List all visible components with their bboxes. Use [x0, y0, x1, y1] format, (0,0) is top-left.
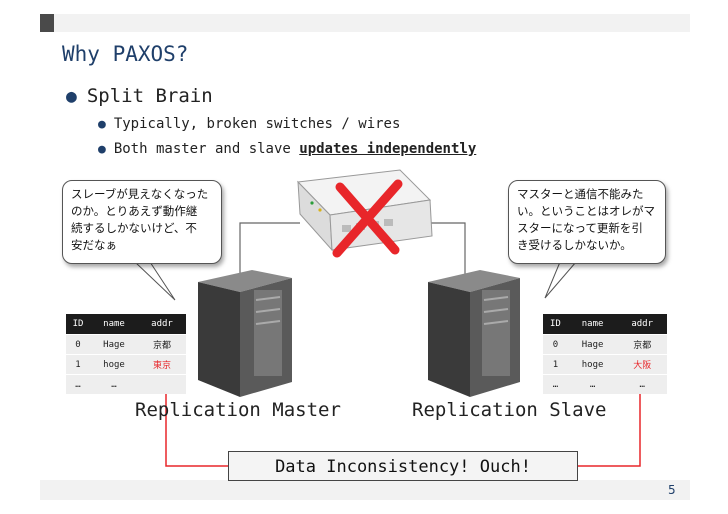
- column-header: addr: [617, 314, 667, 335]
- sub-bullet-emphasis: updates independently: [299, 141, 477, 157]
- network-wires: [239, 222, 466, 280]
- slide-bottom-bar: [40, 480, 690, 500]
- master-label: Replication Master: [135, 399, 341, 421]
- table-cell: hoge: [90, 354, 138, 375]
- slide-title: Why PAXOS?: [62, 42, 189, 66]
- bubble-line: 続するしかないけど、不: [71, 221, 197, 235]
- table-cell: 京都: [138, 334, 186, 355]
- table-cell: Hage: [90, 334, 138, 355]
- column-header: name: [90, 314, 138, 335]
- sub-bullet-text: Both master and slave: [113, 141, 300, 157]
- table-cell: …: [617, 374, 667, 394]
- sub-bullet-text: Typically, broken switches / wires: [113, 116, 401, 132]
- master-server-icon: [198, 270, 292, 397]
- table-header-row: ID name addr: [543, 314, 667, 335]
- sub-bullet-2: ● Both master and slave updates independe…: [98, 141, 476, 157]
- table-cell: hoge: [567, 354, 618, 375]
- table-cell: 1: [543, 354, 568, 375]
- speech-bubble-slave: マスターと通信不能みた い。ということはオレがマ スターになって更新を引 き受け…: [508, 180, 666, 264]
- sub-bullet-1: ● Typically, broken switches / wires: [98, 116, 400, 132]
- bullet-text: Split Brain: [86, 85, 213, 107]
- bubble-tail-right: [544, 261, 578, 299]
- table-cell: …: [66, 374, 90, 394]
- bubble-line: のか。とりあえず動作継: [71, 204, 198, 218]
- table-cell: [138, 374, 186, 394]
- conflict-cell: 東京: [138, 354, 186, 375]
- bullet-dot-icon: ●: [66, 86, 77, 107]
- broken-x-icon: [332, 179, 403, 258]
- column-header: name: [567, 314, 618, 335]
- speech-bubble-master: スレーブが見えなくなった のか。とりあえず動作継 続するしかないけど、不 安だな…: [62, 180, 222, 264]
- column-header: ID: [543, 314, 568, 335]
- slide-top-bar: [40, 14, 690, 32]
- table-cell: …: [543, 374, 568, 394]
- bubble-line: き受けるしかないか。: [517, 238, 632, 252]
- table-row: 1 hoge 大阪: [543, 354, 667, 375]
- table-row: 0 Hage 京都: [66, 334, 186, 355]
- table-cell: 1: [66, 354, 90, 375]
- table-cell: …: [90, 374, 138, 394]
- slave-server-icon: [428, 270, 520, 397]
- bullet-split-brain: ● Split Brain: [66, 85, 213, 107]
- table-header-row: ID name addr: [66, 314, 186, 335]
- column-header: addr: [138, 314, 186, 335]
- bubble-tail-left: [133, 261, 176, 301]
- page-number: 5: [668, 483, 676, 497]
- bullet-dot-icon: ●: [98, 142, 106, 157]
- table-cell: …: [567, 374, 618, 394]
- slave-label: Replication Slave: [412, 399, 607, 421]
- master-table: ID name addr 0 Hage 京都 1 hoge 東京 … …: [66, 314, 186, 394]
- table-row: 0 Hage 京都: [543, 334, 667, 355]
- table-cell: 京都: [617, 334, 667, 355]
- slide-top-accent: [40, 14, 54, 32]
- inconsistency-message: Data Inconsistency! Ouch!: [228, 451, 578, 481]
- column-header: ID: [66, 314, 90, 335]
- table-row: … …: [66, 374, 186, 394]
- table-row: … … …: [543, 374, 667, 394]
- table-cell: 0: [543, 334, 568, 355]
- slave-table: ID name addr 0 Hage 京都 1 hoge 大阪 … … …: [543, 314, 667, 394]
- table-row: 1 hoge 東京: [66, 354, 186, 375]
- bubble-line: マスターと通信不能みた: [517, 187, 644, 201]
- bubble-line: 安だなぁ: [71, 238, 117, 252]
- table-cell: Hage: [567, 334, 618, 355]
- bubble-line: い。ということはオレがマ: [517, 204, 655, 218]
- bubble-line: スターになって更新を引: [517, 221, 643, 235]
- table-cell: 0: [66, 334, 90, 355]
- bullet-dot-icon: ●: [98, 117, 106, 132]
- bubble-line: スレーブが見えなくなった: [71, 187, 209, 201]
- conflict-cell: 大阪: [617, 354, 667, 375]
